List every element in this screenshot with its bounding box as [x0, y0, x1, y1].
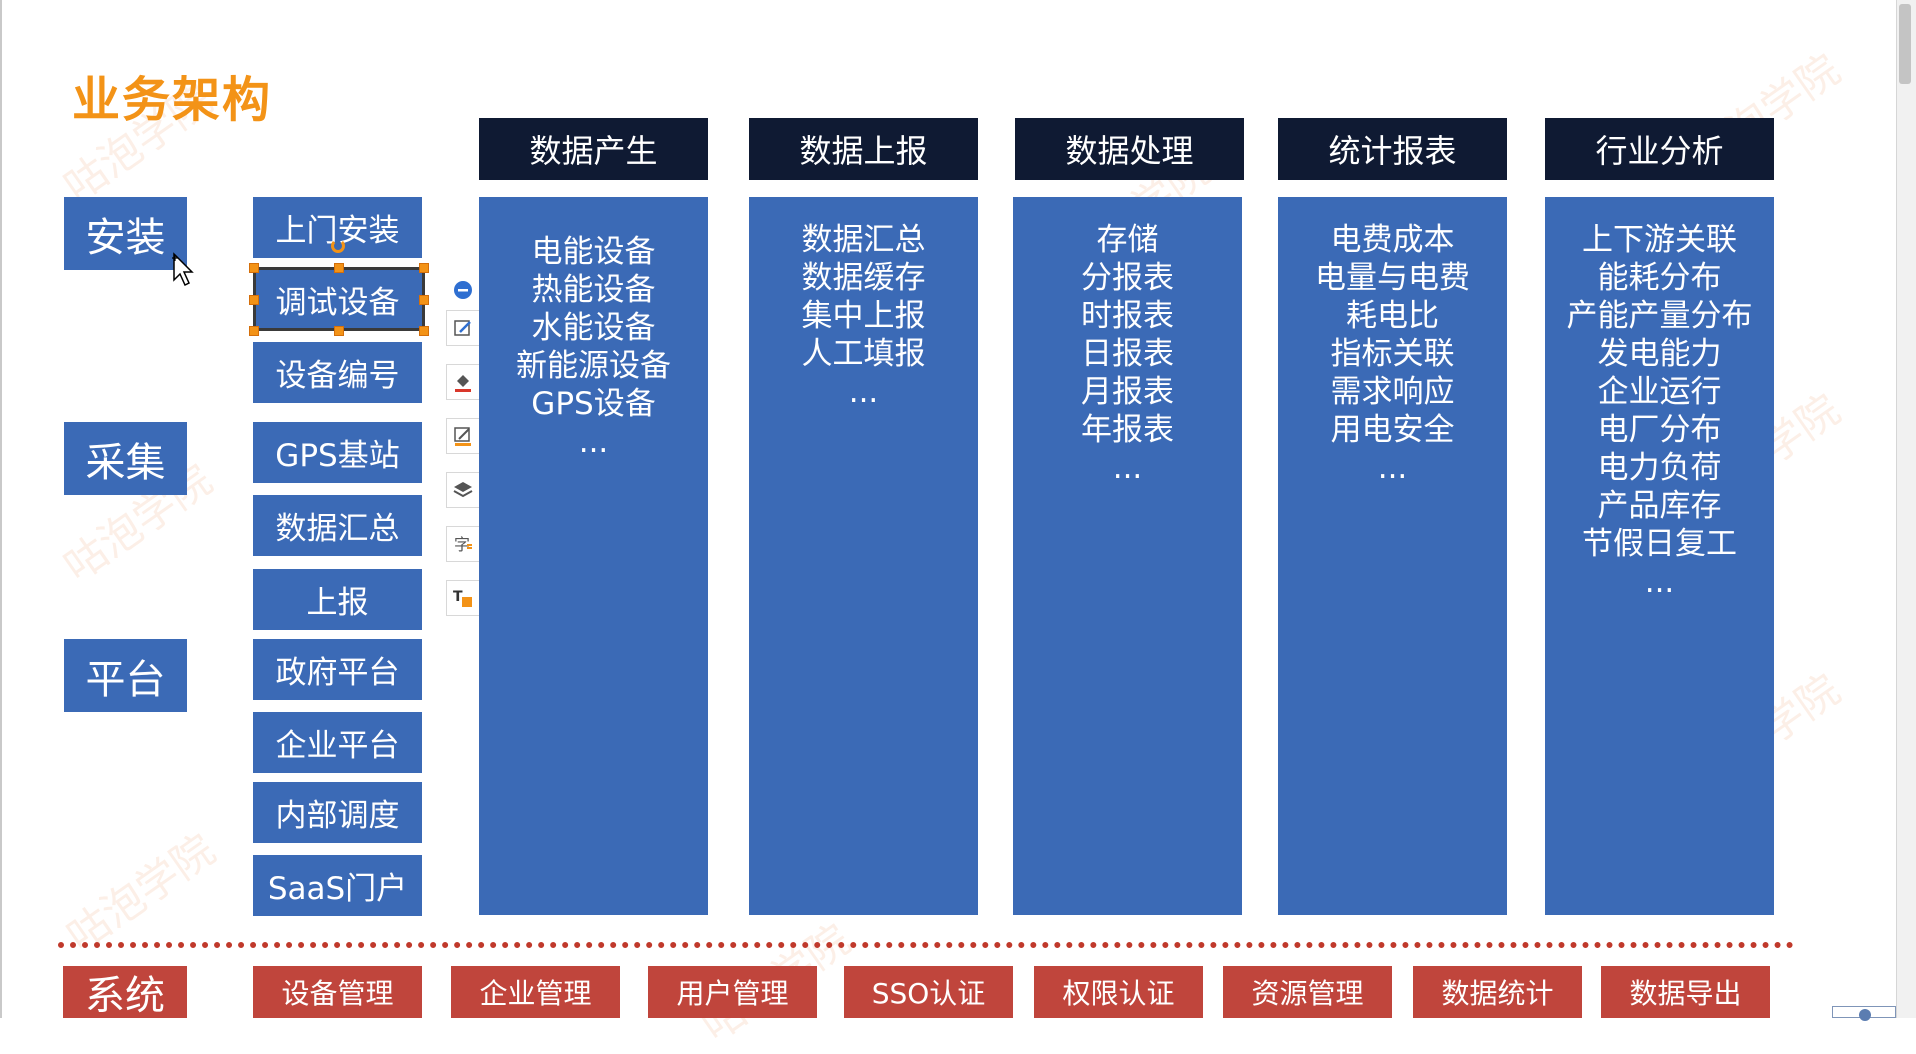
resize-handle[interactable]: [334, 263, 344, 273]
list-item: ...: [1112, 450, 1143, 486]
list-item: 集中上报: [801, 298, 926, 334]
vertical-scrollbar[interactable]: [1896, 0, 1916, 1018]
edit-shape-icon[interactable]: [446, 310, 480, 346]
text-style-icon[interactable]: 字: [446, 526, 480, 562]
slide-left-border: [0, 0, 2, 1018]
sub-item-data-summary[interactable]: 数据汇总: [253, 495, 422, 556]
sub-item-gov-platform[interactable]: 政府平台: [253, 639, 422, 700]
rotate-handle-icon[interactable]: [331, 239, 345, 253]
list-item: 产能产量分布: [1566, 298, 1753, 334]
list-item: ...: [578, 424, 609, 460]
list-item: 水能设备: [531, 310, 656, 346]
help-icon[interactable]: [1859, 1009, 1871, 1021]
column-data-generation[interactable]: 电能设备 热能设备 水能设备 新能源设备 GPS设备 ...: [479, 197, 708, 915]
mouse-pointer-icon: [172, 252, 194, 287]
list-item: ...: [848, 374, 879, 410]
list-item: 企业运行: [1597, 374, 1722, 410]
sub-item-device-number[interactable]: 设备编号: [253, 342, 422, 403]
system-item-resource-management[interactable]: 资源管理: [1223, 966, 1392, 1018]
category-platform[interactable]: 平台: [64, 639, 187, 712]
resize-handle[interactable]: [419, 295, 429, 305]
category-system[interactable]: 系统: [63, 966, 187, 1019]
column-statistics-report[interactable]: 电费成本 电量与电费 耗电比 指标关联 需求响应 用电安全 ...: [1278, 197, 1507, 915]
resize-handle[interactable]: [334, 326, 344, 336]
system-item-data-export[interactable]: 数据导出: [1601, 966, 1770, 1018]
slide-title: 业务架构: [72, 72, 273, 128]
column-data-report[interactable]: 数据汇总 数据缓存 集中上报 人工填报 ...: [749, 197, 978, 915]
resize-handle[interactable]: [419, 326, 429, 336]
sub-item-saas-portal[interactable]: SaaS门户: [253, 855, 422, 916]
list-item: 能耗分布: [1597, 260, 1722, 296]
line-color-icon[interactable]: [446, 418, 480, 454]
svg-text:字: 字: [454, 535, 470, 554]
system-item-enterprise-management[interactable]: 企业管理: [451, 966, 620, 1018]
column-data-processing[interactable]: 存储 分报表 时报表 日报表 月报表 年报表 ...: [1013, 197, 1242, 915]
resize-handle[interactable]: [249, 263, 259, 273]
list-item: 发电能力: [1597, 336, 1722, 372]
list-item: 耗电比: [1346, 298, 1439, 334]
text-replace-icon[interactable]: T: [446, 580, 480, 616]
list-item: 时报表: [1081, 298, 1174, 334]
sub-item-report[interactable]: 上报: [253, 569, 422, 630]
system-item-user-management[interactable]: 用户管理: [648, 966, 817, 1018]
system-item-data-statistics[interactable]: 数据统计: [1413, 966, 1582, 1018]
list-item: 指标关联: [1330, 336, 1455, 372]
column-header-data-report[interactable]: 数据上报: [749, 118, 978, 180]
list-item: 存储: [1096, 222, 1159, 258]
column-item-list: 电能设备 热能设备 水能设备 新能源设备 GPS设备 ...: [479, 233, 708, 461]
list-item: 电量与电费: [1315, 260, 1470, 296]
scrollbar-thumb[interactable]: [1899, 4, 1911, 84]
system-item-permission-auth[interactable]: 权限认证: [1034, 966, 1203, 1018]
list-item: 热能设备: [531, 272, 656, 308]
list-item: 用电安全: [1330, 412, 1455, 448]
sub-item-enterprise-platform[interactable]: 企业平台: [253, 712, 422, 773]
list-item: 日报表: [1081, 336, 1174, 372]
column-header-data-generation[interactable]: 数据产生: [479, 118, 708, 180]
dotted-divider: [58, 942, 1794, 948]
category-install[interactable]: 安装: [64, 197, 187, 270]
fill-color-icon[interactable]: [446, 364, 480, 400]
list-item: 人工填报: [801, 336, 926, 372]
column-header-data-processing[interactable]: 数据处理: [1015, 118, 1244, 180]
resize-handle[interactable]: [249, 326, 259, 336]
column-item-list: 上下游关联 能耗分布 产能产量分布 发电能力 企业运行 电厂分布 电力负荷 产品…: [1545, 221, 1774, 601]
column-header-statistics-report[interactable]: 统计报表: [1278, 118, 1507, 180]
list-item: 数据汇总: [801, 222, 926, 258]
list-item: 上下游关联: [1582, 222, 1737, 258]
corner-widget[interactable]: [1832, 1006, 1896, 1021]
system-item-sso-auth[interactable]: SSO认证: [844, 966, 1013, 1018]
list-item: 分报表: [1081, 260, 1174, 296]
list-item: ...: [1377, 450, 1408, 486]
sub-item-debug-device[interactable]: 调试设备: [253, 269, 422, 330]
list-item: 电力负荷: [1597, 450, 1722, 486]
system-item-device-management[interactable]: 设备管理: [253, 966, 422, 1018]
list-item: ...: [1644, 564, 1675, 600]
list-item: 数据缓存: [801, 260, 926, 296]
list-item: 新能源设备: [516, 348, 671, 384]
list-item: 电费成本: [1330, 222, 1455, 258]
list-item: 产品库存: [1597, 488, 1722, 524]
column-item-list: 数据汇总 数据缓存 集中上报 人工填报 ...: [749, 221, 978, 411]
list-item: 节假日复工: [1582, 526, 1737, 562]
category-collect[interactable]: 采集: [64, 422, 187, 495]
list-item: 电能设备: [531, 234, 656, 270]
list-item: 需求响应: [1330, 374, 1455, 410]
column-industry-analysis[interactable]: 上下游关联 能耗分布 产能产量分布 发电能力 企业运行 电厂分布 电力负荷 产品…: [1545, 197, 1774, 915]
remove-icon[interactable]: [446, 272, 480, 308]
sub-item-gps-station[interactable]: GPS基站: [253, 422, 422, 483]
svg-text:T: T: [453, 589, 463, 605]
list-item: 电厂分布: [1597, 412, 1722, 448]
list-item: GPS设备: [531, 386, 656, 422]
column-item-list: 电费成本 电量与电费 耗电比 指标关联 需求响应 用电安全 ...: [1278, 221, 1507, 487]
sub-item-internal-dispatch[interactable]: 内部调度: [253, 782, 422, 843]
list-item: 年报表: [1081, 412, 1174, 448]
resize-handle[interactable]: [249, 295, 259, 305]
resize-handle[interactable]: [419, 263, 429, 273]
column-header-industry-analysis[interactable]: 行业分析: [1545, 118, 1774, 180]
layers-icon[interactable]: [446, 472, 480, 508]
column-item-list: 存储 分报表 时报表 日报表 月报表 年报表 ...: [1013, 221, 1242, 487]
list-item: 月报表: [1081, 374, 1174, 410]
